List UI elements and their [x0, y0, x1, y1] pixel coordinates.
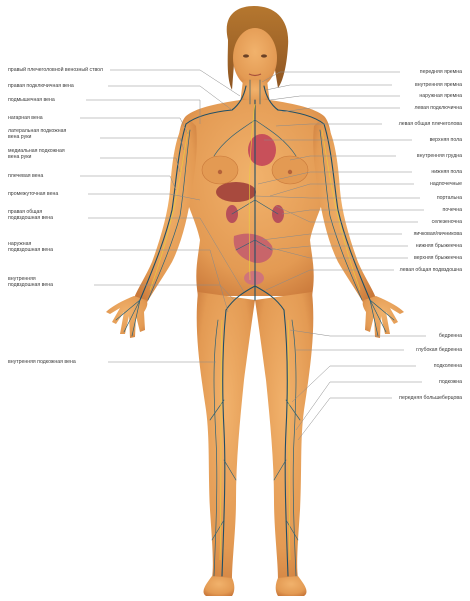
- label-left-subclavian: левая подключична: [414, 105, 462, 111]
- label-brachial-vein: плечевая вена: [8, 173, 43, 179]
- label-femoral: бедренна: [439, 333, 462, 339]
- label-renal: почечна: [443, 207, 463, 213]
- label-median-vein: промежуточная вена: [8, 191, 58, 197]
- right-hand: [106, 296, 147, 338]
- human-figure: [106, 6, 404, 596]
- left-arm: [313, 118, 376, 304]
- label-gonadal: яичковая/яичникова: [414, 231, 463, 237]
- label-superior-vena-cava: верхняя пола: [430, 137, 463, 143]
- label-right-brachiocephalic-trunk: правый плечеголовной венозный ствол: [8, 66, 103, 73]
- left-hand: [363, 296, 404, 338]
- label-saphenous: подкожна: [439, 379, 462, 385]
- label-adrenal: надпочечные: [430, 181, 462, 187]
- label-portal: портальна: [437, 195, 462, 201]
- venous-network: [116, 80, 394, 576]
- left-leg: [255, 292, 313, 580]
- label-popliteal: подколенна: [434, 363, 462, 369]
- label-inferior-vena-cava: нижняя пола: [431, 169, 462, 175]
- right-arm: [134, 118, 197, 304]
- right-foot: [204, 576, 235, 596]
- label-anterior-jugular: передняя яремна: [420, 69, 462, 75]
- label-inferior-mesenteric: нижняя брыжеечна: [416, 243, 462, 249]
- label-internal-jugular: внутренняя яремна: [415, 82, 462, 88]
- label-superior-mesenteric: верхняя брыжеечна: [414, 255, 462, 261]
- label-external-jugular: наружная яремна: [419, 93, 462, 99]
- label-left-common-iliac: левая общая подвздошна: [400, 267, 463, 273]
- label-splenic: селезеночна: [432, 219, 463, 225]
- bladder: [244, 271, 264, 285]
- label-deep-femoral: глубокая бедренна: [416, 347, 462, 353]
- label-nagarnaya-vein: нагарная вена: [8, 115, 43, 121]
- heart: [248, 134, 276, 166]
- labels-right: передняя яремна внутренняя яремна наружн…: [399, 69, 462, 401]
- label-internal-thoracic: внутренняя грудна: [417, 153, 462, 159]
- label-right-subclavian-vein: правая подключичная вена: [8, 83, 74, 89]
- label-anterior-tibial: передняя большеберцова: [399, 395, 462, 401]
- label-left-brachiocephalic: левая общая плечеголова: [399, 121, 462, 127]
- right-leg: [197, 292, 255, 580]
- labels-left: правый плечеголовной венозный ствол прав…: [8, 66, 103, 365]
- liver: [216, 182, 256, 202]
- label-axillary-vein: подмышечная вена: [8, 97, 55, 103]
- label-internal-saphenous-vein: внутренняя подкожная вена: [8, 359, 76, 365]
- left-foot: [276, 576, 307, 596]
- head: [233, 28, 277, 88]
